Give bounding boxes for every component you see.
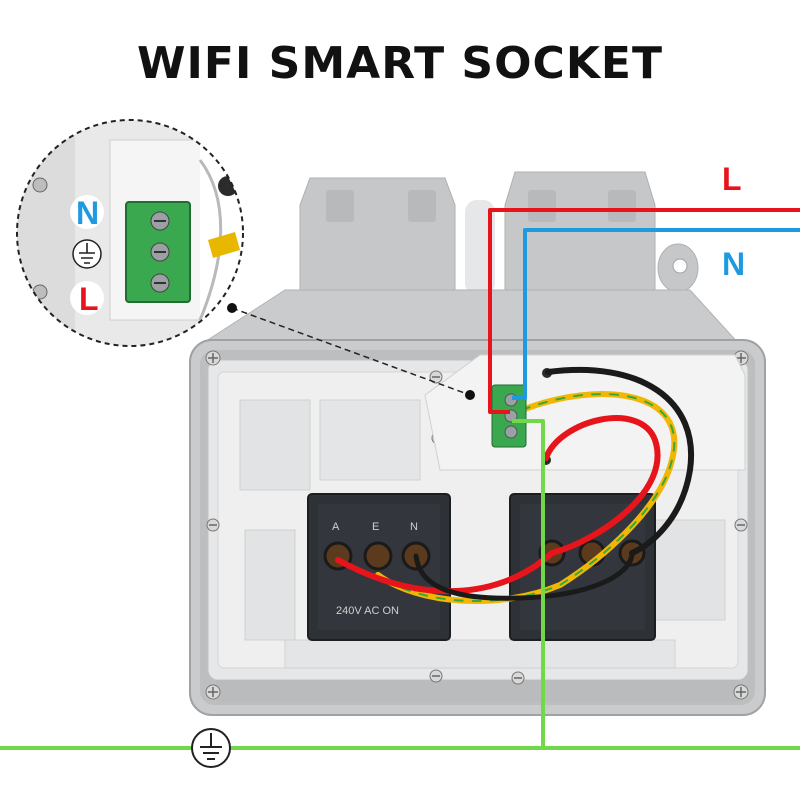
- screw-icon: [205, 684, 221, 700]
- callout-target-dot: [465, 390, 475, 400]
- live-wire-label: L: [722, 161, 742, 197]
- screw-icon: [429, 669, 443, 683]
- callout-neutral-label: N: [76, 195, 99, 231]
- callout-anchor-dot: [227, 303, 237, 313]
- socket-pin-label: E: [372, 521, 379, 533]
- internal-wiring: [335, 366, 695, 604]
- terminal-block: [491, 384, 527, 448]
- neutral-wire-label: N: [722, 246, 745, 282]
- screw-icon: [733, 684, 749, 700]
- supply-wires: [0, 208, 800, 750]
- screw-icon: [205, 350, 221, 366]
- screw-icon: [429, 370, 443, 384]
- live-wire: [488, 208, 800, 414]
- socket-pin-label: A: [332, 521, 340, 533]
- screw-icon: [511, 671, 525, 685]
- neutral-wire: [512, 228, 800, 400]
- callout-leader-line: [231, 307, 471, 396]
- screw-icon: [734, 518, 748, 532]
- page-title: WIFI SMART SOCKET: [137, 38, 663, 89]
- socket-pin-label: N: [410, 521, 418, 533]
- socket-rating-label: 240V AC ON: [336, 605, 399, 617]
- screw-icon: [206, 518, 220, 532]
- callout-live-label: L: [79, 281, 99, 317]
- left-socket-module: A E N 240V AC ON: [307, 493, 451, 641]
- earth-ground-icon: [72, 239, 102, 269]
- terminal-callout: N L: [16, 119, 244, 347]
- earth-ground-icon: [191, 728, 231, 768]
- earth-riser-wire: [512, 419, 545, 748]
